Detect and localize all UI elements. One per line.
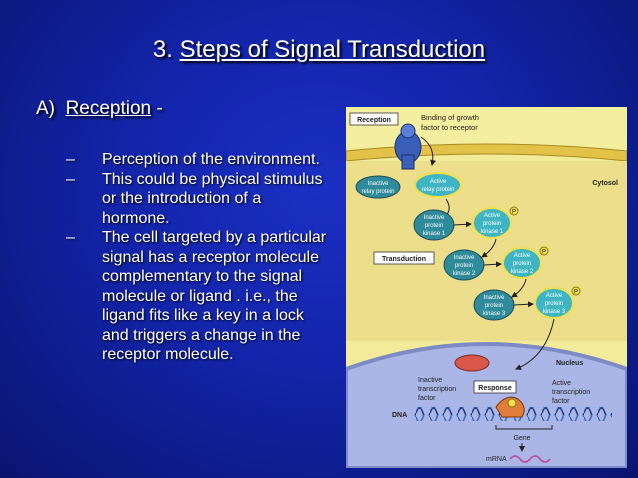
- svg-text:factor: factor: [418, 395, 436, 402]
- svg-text:kinase 1: kinase 1: [423, 231, 446, 237]
- bullet-item: – The cell targeted by a particular sign…: [66, 228, 331, 365]
- binding-arrow: [420, 136, 437, 166]
- svg-text:P: P: [574, 290, 578, 296]
- inactive-transcription-factor: [454, 354, 490, 372]
- nucleus: [346, 342, 627, 468]
- active-kinase-1: Active protein kinase 1: [472, 207, 512, 239]
- cascade-arrow-2: [481, 238, 497, 258]
- cytosol-label: Cytosol: [592, 180, 618, 187]
- title-text: Steps of Signal Transduction: [179, 36, 486, 63]
- reception-label: Reception: [357, 117, 391, 124]
- inactive-relay-protein: Inactive relay protein: [355, 175, 401, 199]
- cascade-arrow-1: [453, 221, 472, 228]
- svg-text:relay protein: relay protein: [361, 189, 394, 195]
- svg-text:Inactive: Inactive: [424, 215, 445, 221]
- active-kinase-2: Active protein kinase 2: [502, 247, 542, 279]
- reception-label-box: [349, 112, 399, 126]
- phosphate-2: [539, 246, 549, 256]
- dna-label: DNA: [392, 412, 407, 419]
- bullet-dash: –: [66, 151, 75, 168]
- active-transcription-factor: [495, 396, 525, 418]
- binding-label-2: factor to receptor: [421, 123, 478, 132]
- bullet-dash: –: [66, 170, 75, 188]
- svg-text:protein: protein: [425, 223, 443, 229]
- inactive-kinase-3: Inactive protein kinase 3: [473, 289, 515, 321]
- phosphate-3: [571, 286, 581, 296]
- section-letter: A): [36, 98, 55, 119]
- svg-text:transcription: transcription: [552, 389, 590, 396]
- svg-text:P: P: [512, 210, 516, 216]
- bullet-text: This could be physical stimulus or the i…: [102, 170, 323, 227]
- mrna-label: mRNA: [486, 456, 507, 463]
- receptor-protein: [394, 123, 422, 170]
- response-label-box: [473, 380, 517, 394]
- section-suffix: -: [151, 98, 163, 119]
- svg-text:P: P: [542, 250, 546, 256]
- transduction-label: Transduction: [382, 256, 426, 263]
- gene-bracket: [495, 425, 553, 430]
- svg-text:relay protein: relay protein: [421, 187, 454, 193]
- phosphate-1: [509, 206, 519, 216]
- svg-text:Active: Active: [552, 380, 571, 387]
- cascade-arrow-5: [513, 301, 534, 308]
- bullet-text: Perception of the environment.: [102, 151, 320, 168]
- cascade-arrow-6: [515, 318, 555, 370]
- bullet-text: The cell targeted by a particular signal…: [102, 229, 327, 363]
- mrna-strand: [509, 455, 551, 463]
- binding-label-1: Binding of growth: [421, 113, 479, 122]
- svg-text:protein: protein: [485, 303, 503, 309]
- svg-text:Inactive: Inactive: [484, 295, 505, 301]
- transduction-label-box: [373, 251, 435, 265]
- svg-text:kinase 2: kinase 2: [511, 269, 534, 275]
- section-heading: A) Reception -: [36, 98, 163, 120]
- svg-text:Active: Active: [484, 213, 501, 219]
- svg-text:Active: Active: [430, 179, 447, 185]
- svg-text:Inactive: Inactive: [418, 377, 442, 384]
- cascade-arrow-4: [511, 278, 527, 298]
- section-title: Reception: [65, 98, 152, 119]
- svg-text:protein: protein: [483, 221, 501, 227]
- svg-text:transcription: transcription: [418, 386, 456, 393]
- svg-text:kinase 3: kinase 3: [543, 309, 566, 315]
- svg-text:Inactive: Inactive: [454, 255, 475, 261]
- svg-text:kinase 3: kinase 3: [483, 311, 506, 317]
- inactive-kinase-2: Inactive protein kinase 2: [443, 249, 485, 281]
- svg-text:Active: Active: [514, 253, 531, 259]
- title-number: 3.: [152, 36, 173, 63]
- svg-text:kinase 2: kinase 2: [453, 271, 476, 277]
- cascade-arrow-3: [483, 261, 502, 268]
- nucleus-label: Nucleus: [556, 360, 583, 367]
- svg-text:Active: Active: [546, 293, 563, 299]
- bullet-item: – This could be physical stimulus or the…: [66, 170, 331, 229]
- gene-label: Gene: [513, 435, 530, 442]
- svg-text:protein: protein: [513, 261, 531, 267]
- svg-text:Inactive: Inactive: [368, 181, 389, 187]
- svg-text:protein: protein: [545, 301, 563, 307]
- bullet-item: – Perception of the environment.: [66, 150, 331, 170]
- active-relay-protein: Active relay protein: [414, 172, 462, 198]
- signal-transduction-diagram: Reception Binding of growth factor to re…: [346, 107, 627, 468]
- slide-title: 3. Steps of Signal Transduction: [0, 36, 638, 64]
- svg-text:protein: protein: [455, 263, 473, 269]
- active-kinase-3: Active protein kinase 3: [534, 287, 574, 319]
- bullet-dash: –: [66, 229, 75, 246]
- bullet-list: – Perception of the environment. – This …: [66, 150, 331, 365]
- inactive-kinase-1: Inactive protein kinase 1: [413, 209, 455, 241]
- response-label: Response: [478, 385, 512, 392]
- svg-text:kinase 1: kinase 1: [481, 229, 504, 235]
- svg-text:factor: factor: [552, 398, 570, 405]
